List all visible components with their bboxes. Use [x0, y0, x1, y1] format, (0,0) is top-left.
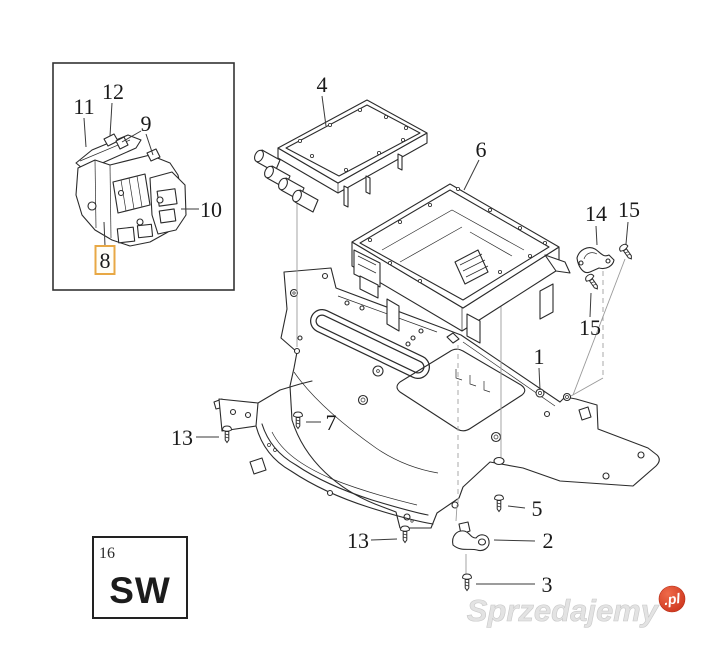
callout-5: 5 — [532, 496, 543, 521]
part-4-drawing — [254, 99, 428, 213]
callout-2: 2 — [543, 528, 554, 553]
screw-5 — [494, 494, 504, 512]
leader-line-15-upper — [625, 221, 629, 245]
callout-1: 1 — [534, 344, 545, 369]
highlight-box-8 — [94, 245, 116, 275]
callout-13-bottom: 13 — [347, 528, 369, 553]
legend-box-sw: 16 SW — [92, 536, 188, 619]
leader-line-2 — [493, 539, 536, 542]
leader-line-8 — [103, 221, 106, 247]
part-2-bracket-drawing — [452, 521, 490, 552]
screw-13-left — [222, 425, 232, 443]
leader-line-11 — [83, 117, 87, 148]
callout-4: 4 — [317, 72, 328, 97]
watermark-text: Sprzedajemy — [467, 593, 660, 628]
watermark-badge-text: .pl — [663, 590, 682, 608]
screw-15-upper — [617, 242, 636, 262]
callout-12: 12 — [102, 79, 124, 104]
part-14-bracket-drawing — [576, 247, 615, 274]
screw-13-bottom — [400, 525, 410, 543]
bumper-bracket-drawing — [213, 380, 434, 525]
legend-code-sw: SW — [109, 570, 171, 611]
leader-line-4 — [321, 95, 327, 127]
callout-14: 14 — [585, 201, 607, 226]
callout-15-lower: 15 — [579, 315, 601, 340]
callout-8-highlighted: 8 — [100, 248, 111, 273]
leader-line-12 — [109, 102, 113, 137]
screw-15-lower — [583, 272, 602, 292]
leader-lines — [196, 95, 629, 585]
callout-13-left: 13 — [171, 425, 193, 450]
leader-line-9 — [121, 130, 154, 156]
part-6-drawing — [351, 183, 571, 344]
part-8-assembly-drawing — [75, 133, 187, 247]
leader-line-13-bottom — [370, 538, 398, 541]
callout-3: 3 — [542, 572, 553, 597]
callout-11: 11 — [73, 94, 94, 119]
inset-detail-box: 11 12 9 10 8 — [52, 62, 235, 291]
callout-9: 9 — [141, 111, 152, 136]
callout-6: 6 — [476, 137, 487, 162]
watermark-pl-badge: .pl — [658, 585, 686, 613]
callout-10: 10 — [200, 197, 222, 222]
watermark: Sprzedajemy .pl — [466, 585, 686, 628]
leader-line-14 — [595, 225, 598, 246]
callout-15-upper: 15 — [618, 197, 640, 222]
leader-line-6 — [463, 159, 480, 191]
callout-7: 7 — [326, 410, 337, 435]
leader-line-1 — [538, 367, 541, 391]
screw-3 — [462, 573, 472, 591]
leader-line-15-lower — [589, 292, 592, 318]
callout-16: 16 — [99, 545, 115, 562]
leader-line-5 — [507, 505, 526, 509]
